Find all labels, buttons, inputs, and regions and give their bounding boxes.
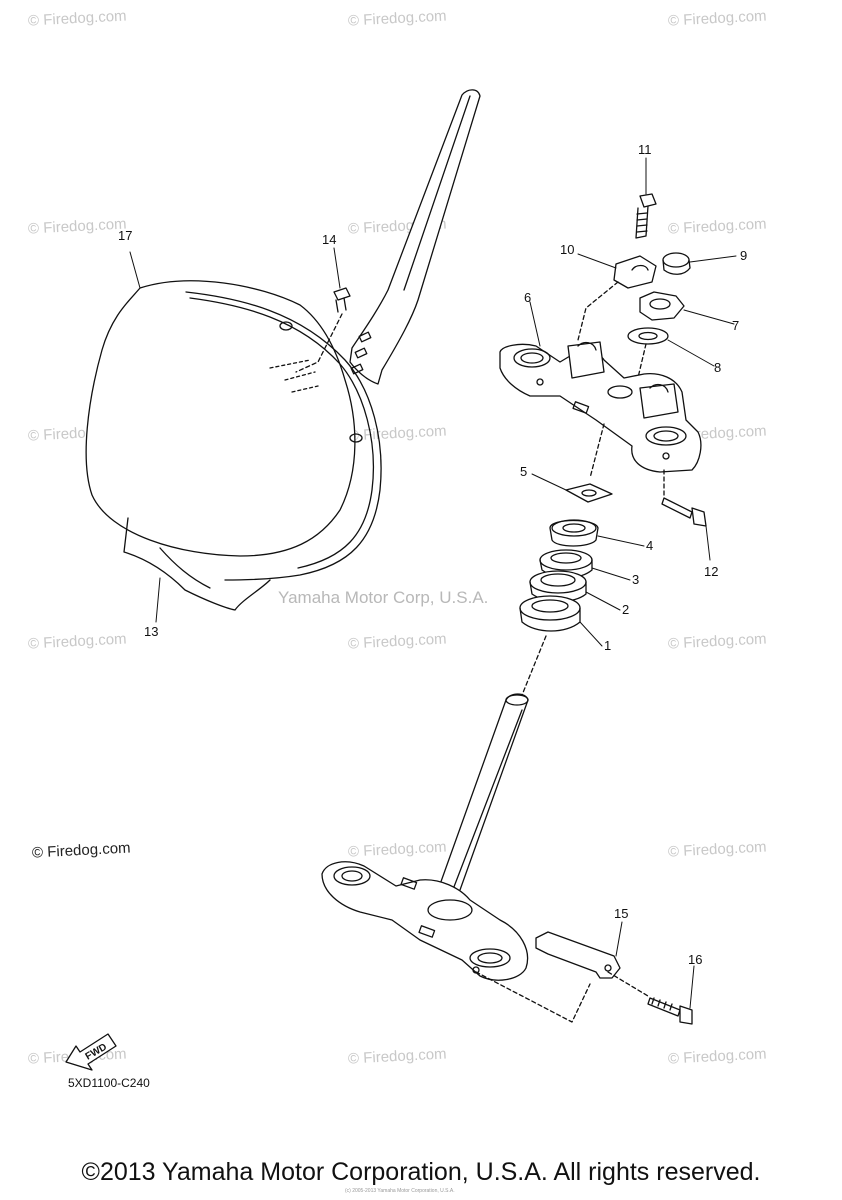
bolt-14	[295, 287, 351, 373]
seal-3	[539, 549, 593, 579]
diagram-code: 5XD1100-C240	[68, 1076, 150, 1090]
plate-stay	[349, 89, 481, 385]
nut-7	[639, 291, 685, 321]
callout-2: 2	[622, 602, 630, 617]
callout-9: 9	[740, 248, 748, 263]
washer-5	[565, 483, 613, 503]
steering-stem	[437, 693, 529, 897]
callout-5: 5	[520, 464, 528, 479]
nut-4	[549, 519, 599, 547]
callout-1: 1	[604, 638, 612, 653]
cap-9	[662, 252, 691, 275]
number-plate	[85, 280, 382, 611]
copyright-footer: ©2013 Yamaha Motor Corporation, U.S.A. A…	[81, 1158, 761, 1186]
callout-3: 3	[632, 572, 640, 587]
bolt-12	[661, 469, 707, 527]
under-bracket	[321, 861, 591, 1023]
callout-12: 12	[704, 564, 719, 579]
bearing-2	[529, 570, 587, 603]
callout-17: 17	[118, 228, 133, 243]
callout-11: 11	[638, 142, 652, 157]
callout-8: 8	[714, 360, 722, 375]
bolt-16	[647, 997, 693, 1025]
callout-10: 10	[560, 242, 575, 257]
cable-guide-15	[535, 931, 649, 997]
callout-14: 14	[322, 232, 337, 247]
callout-15: 15	[614, 906, 629, 921]
leader-lines	[129, 157, 737, 1009]
callout-7: 7	[732, 318, 740, 333]
callout-4: 4	[646, 538, 654, 553]
fwd-arrow	[65, 1033, 117, 1071]
bolt-11	[635, 193, 657, 239]
callout-16: 16	[688, 952, 703, 967]
callout-6: 6	[524, 290, 532, 305]
callout-13: 13	[144, 624, 159, 639]
fine-print: (c) 2005-2013 Yamaha Motor Corporation, …	[345, 1188, 455, 1194]
bearing-1	[519, 595, 581, 701]
center-watermark: Yamaha Motor Corp, U.S.A.	[278, 588, 489, 607]
upper-bracket-6	[499, 341, 702, 479]
handlebar-holder-10	[577, 255, 657, 341]
